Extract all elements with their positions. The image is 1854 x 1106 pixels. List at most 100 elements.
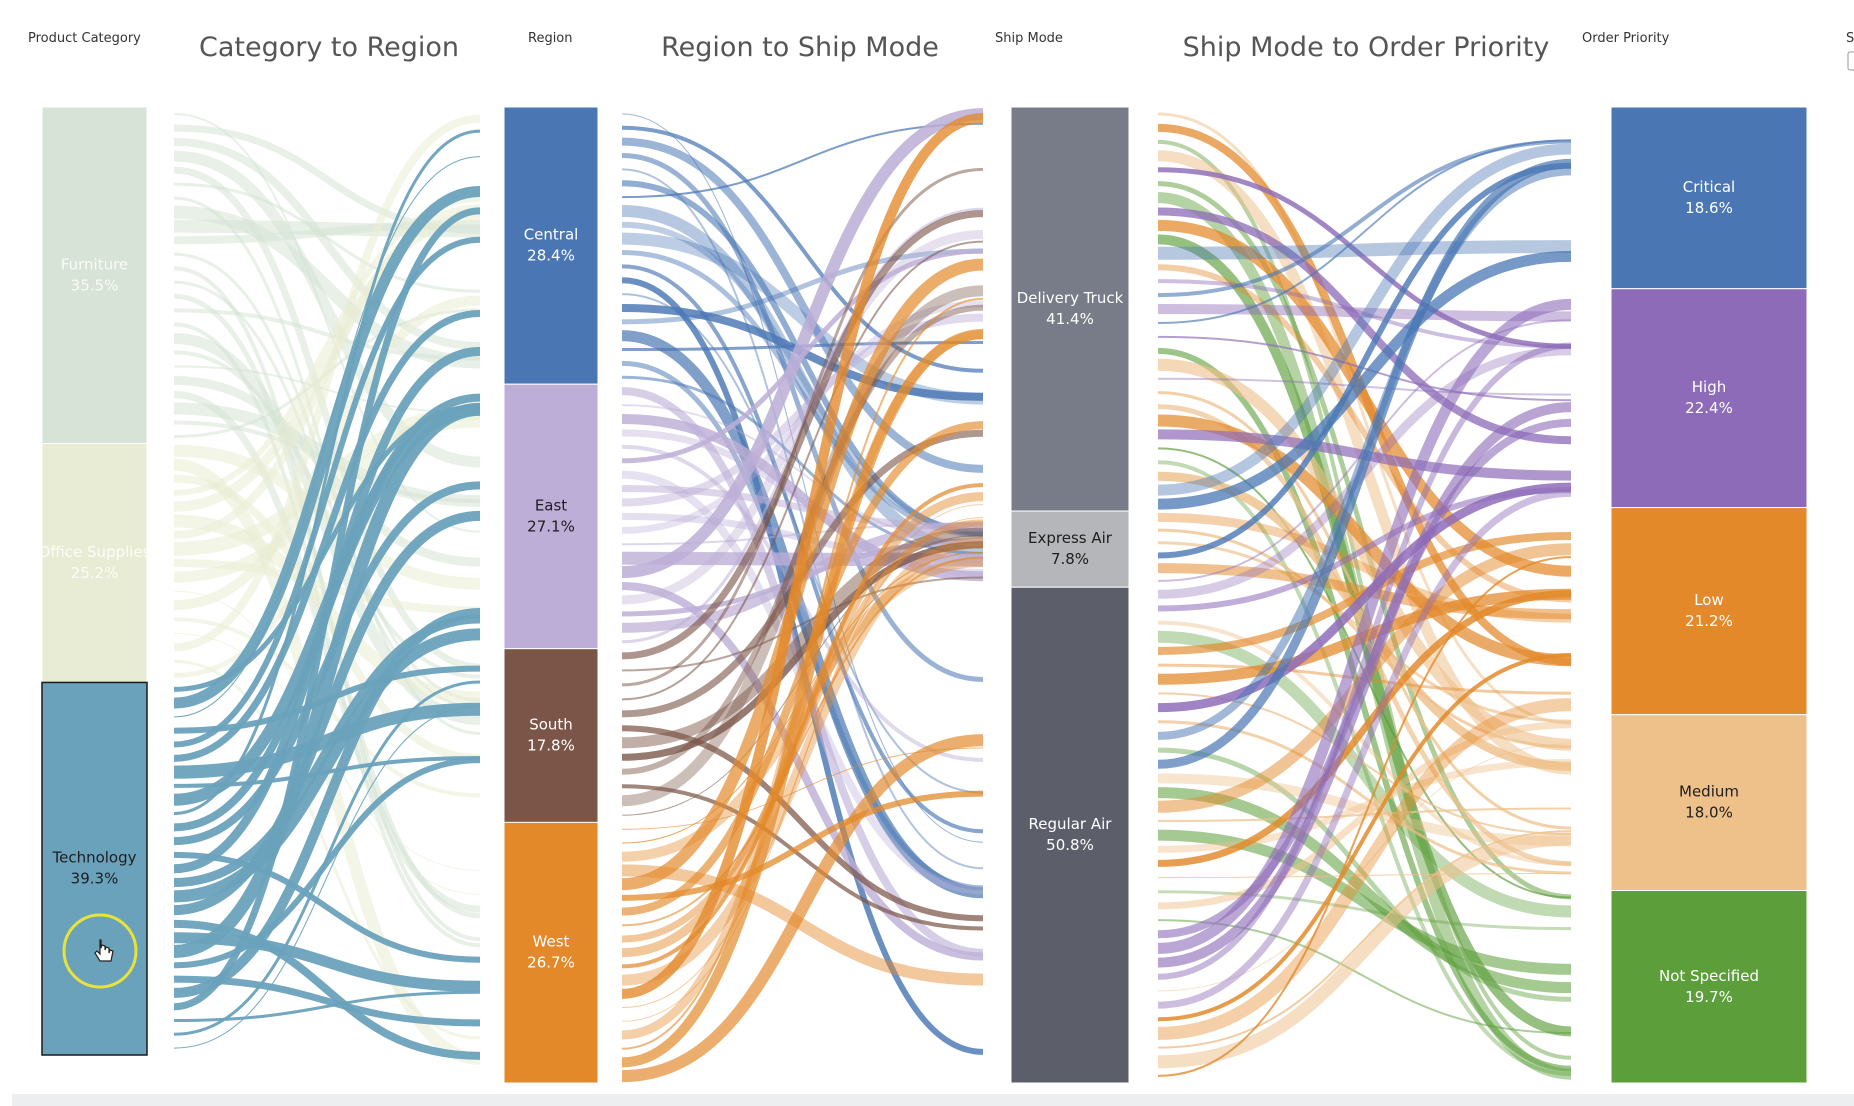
flow-band-ship_mode-to-priority[interactable] [1157, 829, 1572, 975]
flow-band-ship_mode-to-priority[interactable] [1157, 773, 1572, 847]
flow-band-region-to-ship_mode[interactable] [621, 125, 984, 373]
flow-band-region-to-ship_mode[interactable] [621, 250, 984, 538]
flow-band-region-to-ship_mode[interactable] [621, 112, 984, 999]
flow-band-region-to-ship_mode[interactable] [621, 582, 984, 961]
flow-band-ship_mode-to-priority[interactable] [1157, 653, 1572, 1022]
flow-band-ship_mode-to-priority[interactable] [1157, 489, 1572, 1009]
flow-band-ship_mode-to-priority[interactable] [1157, 162, 1572, 559]
flow-band-region-to-ship_mode[interactable] [621, 229, 984, 605]
flow-band-region-to-ship_mode[interactable] [621, 790, 984, 901]
flow-band-ship_mode-to-priority[interactable] [1157, 250, 1572, 510]
flow-band-ship_mode-to-priority[interactable] [1157, 158, 1572, 769]
flow-band-region-to-ship_mode[interactable] [621, 168, 984, 870]
flow-band-region-to-ship_mode[interactable] [621, 300, 984, 534]
flow-band-ship_mode-to-priority[interactable] [1157, 298, 1572, 954]
flow-band-region-to-ship_mode[interactable] [621, 536, 984, 986]
flow-band-region-to-ship_mode[interactable] [621, 167, 984, 687]
flow-band-region-to-ship_mode[interactable] [621, 541, 984, 761]
flow-band-category-to-region[interactable] [173, 156, 481, 718]
flow-band-region-to-ship_mode[interactable] [621, 297, 984, 1050]
flow-band-ship_mode-to-priority[interactable] [1157, 830, 1572, 1049]
flow-band-region-to-ship_mode[interactable] [621, 725, 984, 922]
node-bar-high[interactable] [1610, 288, 1808, 509]
flow-band-category-to-region[interactable] [173, 182, 481, 293]
flow-band-category-to-region[interactable] [173, 207, 481, 1011]
flow-band-region-to-ship_mode[interactable] [621, 108, 984, 579]
flow-band-category-to-region[interactable] [173, 186, 481, 709]
flow-band-category-to-region[interactable] [173, 236, 481, 748]
flow-band-region-to-ship_mode[interactable] [621, 556, 984, 927]
flow-band-ship_mode-to-priority[interactable] [1157, 402, 1572, 968]
flow-band-ship_mode-to-priority[interactable] [1157, 692, 1572, 836]
flow-band-region-to-ship_mode[interactable] [621, 504, 984, 1022]
flow-band-region-to-ship_mode[interactable] [621, 360, 984, 891]
flow-band-ship_mode-to-priority[interactable] [1157, 139, 1572, 324]
node-bar-south[interactable] [503, 648, 599, 823]
flow-band-ship_mode-to-priority[interactable] [1157, 890, 1572, 931]
flow-band-ship_mode-to-priority[interactable] [1157, 240, 1572, 260]
flow-band-region-to-ship_mode[interactable] [621, 784, 984, 931]
flow-band-category-to-region[interactable] [173, 390, 481, 913]
flow-band-region-to-ship_mode[interactable] [621, 153, 984, 682]
flow-band-ship_mode-to-priority[interactable] [1157, 743, 1572, 992]
flow-band-ship_mode-to-priority[interactable] [1157, 207, 1572, 445]
flow-band-ship_mode-to-priority[interactable] [1157, 304, 1572, 322]
flow-band-ship_mode-to-priority[interactable] [1157, 112, 1572, 725]
node-bar-regular-air[interactable] [1010, 586, 1130, 1084]
flow-band-ship_mode-to-priority[interactable] [1157, 219, 1572, 577]
flow-band-category-to-region[interactable] [173, 757, 481, 969]
flow-band-category-to-region[interactable] [173, 702, 481, 779]
flow-band-category-to-region[interactable] [173, 680, 481, 1036]
node-bar-central[interactable] [503, 106, 599, 385]
flow-band-ship_mode-to-priority[interactable] [1157, 590, 1572, 867]
flow-band-category-to-region[interactable] [173, 975, 481, 1027]
flow-band-category-to-region[interactable] [173, 607, 481, 998]
flow-band-category-to-region[interactable] [173, 114, 481, 652]
node-bar-express-air[interactable] [1010, 510, 1130, 588]
flow-band-ship_mode-to-priority[interactable] [1157, 758, 1572, 853]
flow-band-category-to-region[interactable] [173, 705, 481, 1049]
flow-band-ship_mode-to-priority[interactable] [1157, 787, 1572, 994]
clipped-control[interactable] [1847, 51, 1854, 71]
flow-band-category-to-region[interactable] [173, 932, 481, 992]
flow-band-region-to-ship_mode[interactable] [621, 221, 984, 535]
flow-band-ship_mode-to-priority[interactable] [1157, 698, 1572, 1040]
node-bar-furniture[interactable] [41, 106, 148, 445]
flow-band-region-to-ship_mode[interactable] [621, 734, 984, 1083]
flow-band-category-to-region[interactable] [173, 402, 481, 959]
flow-band-category-to-region[interactable] [173, 129, 481, 816]
flow-band-category-to-region[interactable] [173, 444, 481, 590]
flow-band-ship_mode-to-priority[interactable] [1157, 872, 1572, 879]
node-bar-medium[interactable] [1610, 714, 1808, 892]
flow-band-category-to-region[interactable] [173, 308, 481, 361]
flow-band-category-to-region[interactable] [173, 510, 481, 916]
flow-band-region-to-ship_mode[interactable] [621, 210, 984, 660]
flow-band-region-to-ship_mode[interactable] [621, 527, 984, 749]
flow-band-ship_mode-to-priority[interactable] [1157, 482, 1572, 713]
flow-band-category-to-region[interactable] [173, 628, 481, 903]
flow-band-ship_mode-to-priority[interactable] [1157, 143, 1572, 496]
node-bar-office-supplies[interactable] [41, 443, 148, 683]
flow-band-region-to-ship_mode[interactable] [621, 248, 984, 325]
node-bar-technology[interactable] [41, 681, 148, 1056]
flow-band-ship_mode-to-priority[interactable] [1157, 358, 1572, 751]
flow-band-category-to-region[interactable] [173, 990, 481, 1022]
flow-band-region-to-ship_mode[interactable] [621, 421, 984, 916]
flow-band-category-to-region[interactable] [173, 851, 481, 963]
flow-band-ship_mode-to-priority[interactable] [1157, 919, 1572, 1034]
flow-band-ship_mode-to-priority[interactable] [1157, 556, 1572, 1077]
node-bar-low[interactable] [1610, 507, 1808, 716]
flow-band-category-to-region[interactable] [173, 310, 481, 762]
flow-band-region-to-ship_mode[interactable] [621, 864, 984, 986]
